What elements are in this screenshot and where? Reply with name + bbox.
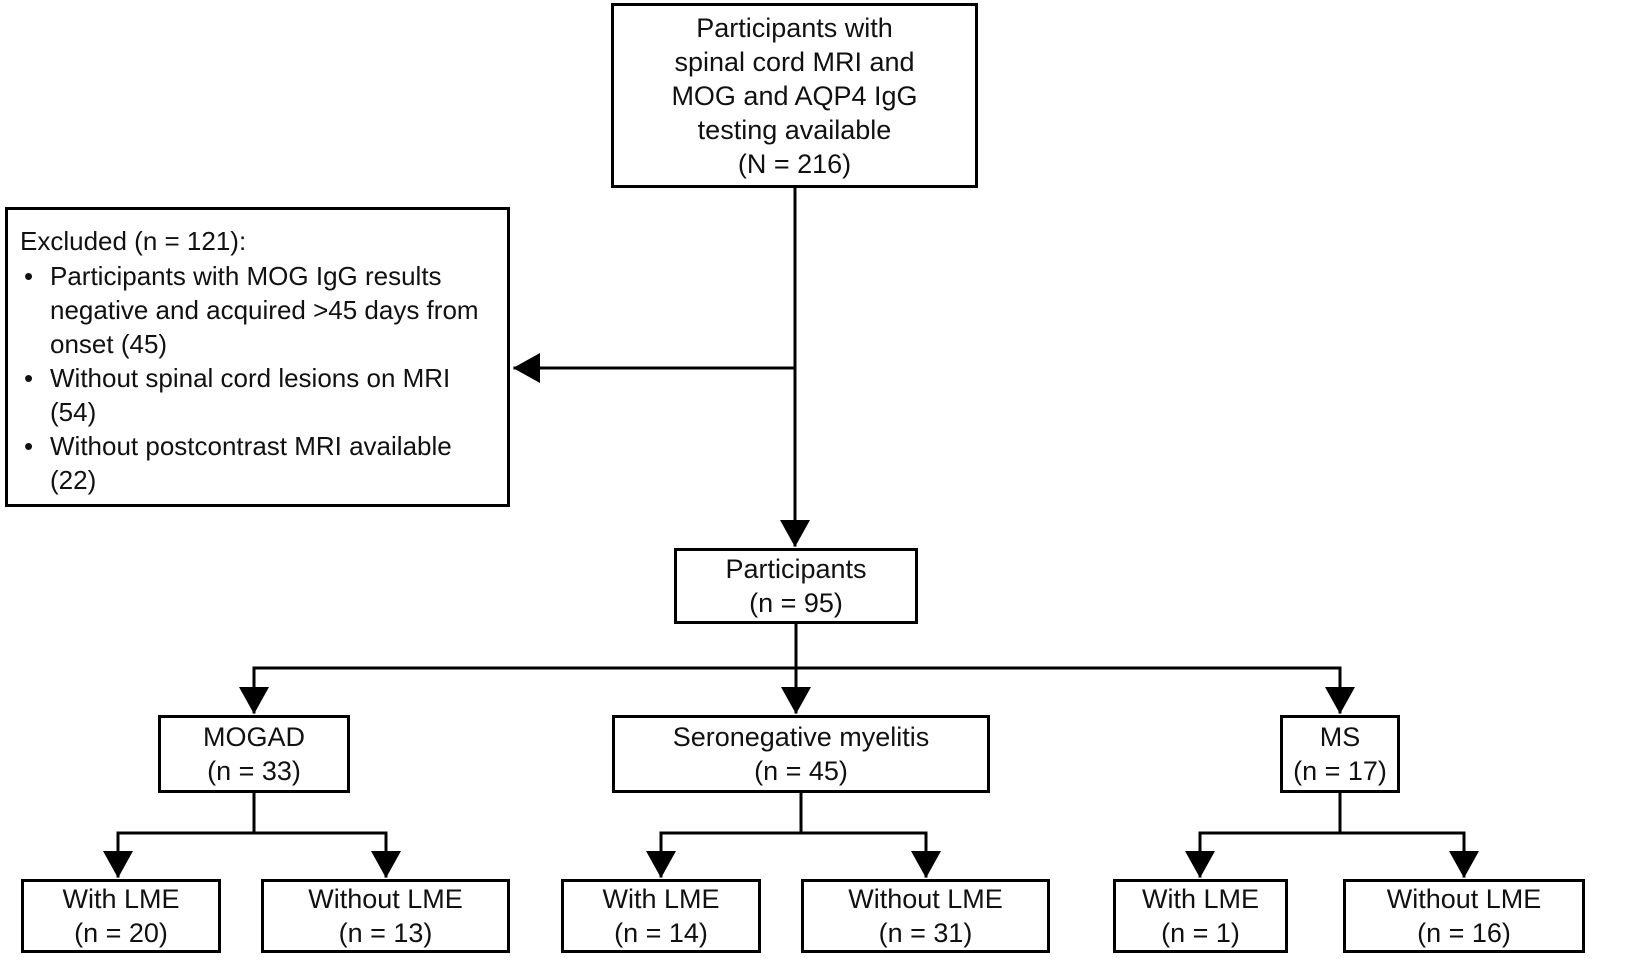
box-text-line: (n = 16) xyxy=(1417,918,1511,948)
box-text-line: spinal cord MRI and xyxy=(674,46,915,77)
box-text-line: (N = 216) xyxy=(737,148,852,179)
box-text-line: Participants xyxy=(725,554,867,584)
enrollment-box: Participants with spinal cord MRI and MO… xyxy=(611,3,978,188)
excluded-item-text: Without postcontrast MRI available (22) xyxy=(50,431,452,495)
sero-with-lme-box: With LME (n = 14) xyxy=(561,879,761,953)
mogad-box: MOGAD (n = 33) xyxy=(158,715,350,793)
bullet-icon: • xyxy=(24,363,34,393)
box-text-line: Without LME xyxy=(848,884,1003,914)
excluded-item-text: Participants with MOG IgG results negati… xyxy=(50,261,479,359)
box-text-line: Without LME xyxy=(308,884,463,914)
excluded-item-text: Without spinal cord lesions on MRI (54) xyxy=(50,363,451,427)
excluded-item: • Participants with MOG IgG results nega… xyxy=(20,259,497,361)
mogad-without-lme-box: Without LME (n = 13) xyxy=(261,879,510,953)
box-text-line: (n = 13) xyxy=(338,918,433,948)
box-text-line: (n = 31) xyxy=(878,918,973,948)
box-text-line: (n = 45) xyxy=(754,756,848,786)
box-text-line: With LME xyxy=(62,884,180,914)
participants-box: Participants (n = 95) xyxy=(674,548,918,624)
box-text-line: (n = 20) xyxy=(74,918,168,948)
bullet-icon: • xyxy=(24,261,34,291)
box-text-line: MOGAD xyxy=(202,722,305,752)
box-text-line: (n = 17) xyxy=(1293,756,1387,786)
box-text-line: MS xyxy=(1319,722,1361,752)
sero-without-lme-box: Without LME (n = 31) xyxy=(801,879,1050,953)
box-text-line: Participants with xyxy=(696,12,893,43)
box-text-line: (n = 14) xyxy=(614,918,708,948)
box-text-line: (n = 95) xyxy=(749,588,843,618)
box-text-line: With LME xyxy=(1141,884,1260,914)
bullet-icon: • xyxy=(24,431,34,461)
excluded-title: Excluded (n = 121): xyxy=(20,226,247,256)
box-text-line: MOG and AQP4 IgG xyxy=(671,80,918,111)
mogad-with-lme-box: With LME (n = 20) xyxy=(21,879,221,953)
excluded-item: • Without spinal cord lesions on MRI (54… xyxy=(20,361,497,429)
box-text-line: (n = 1) xyxy=(1161,918,1240,948)
ms-box: MS (n = 17) xyxy=(1280,715,1400,793)
excluded-item: • Without postcontrast MRI available (22… xyxy=(20,429,497,497)
box-text-line: (n = 33) xyxy=(207,756,301,786)
box-text-line: testing available xyxy=(697,114,892,145)
seronegative-myelitis-box: Seronegative myelitis (n = 45) xyxy=(612,715,990,793)
box-text-line: With LME xyxy=(602,884,720,914)
excluded-box: Excluded (n = 121): • Participants with … xyxy=(5,207,510,507)
box-text-line: Seronegative myelitis xyxy=(672,722,930,752)
ms-without-lme-box: Without LME (n = 16) xyxy=(1343,879,1585,953)
ms-with-lme-box: With LME (n = 1) xyxy=(1113,879,1288,953)
box-text-line: Without LME xyxy=(1386,884,1542,914)
